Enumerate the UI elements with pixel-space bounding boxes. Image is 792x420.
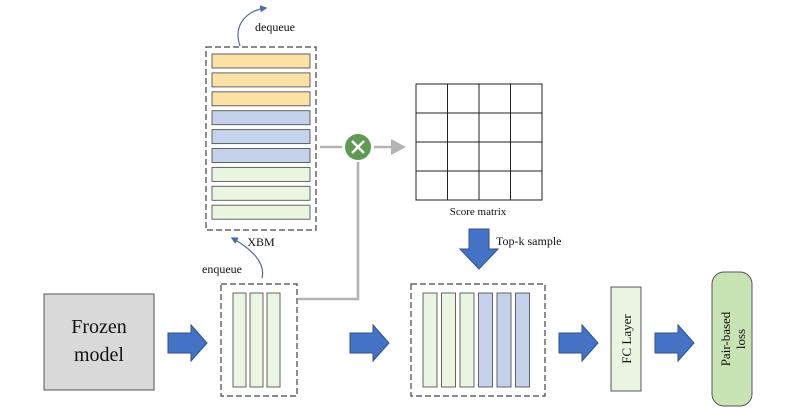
dequeue-label: dequeue (255, 20, 295, 34)
combined-bar (459, 292, 475, 388)
combined-bar (478, 292, 493, 388)
topk-label: Top-k sample (496, 234, 561, 248)
xbm-queue-box (205, 46, 317, 231)
pair-loss-label-line2: loss (733, 329, 748, 349)
fc-layer-label: FC Layer (619, 314, 634, 364)
combined-bar (496, 292, 512, 388)
xbm-row (211, 53, 311, 69)
arrow-combined-to-fc-icon (558, 323, 599, 363)
score-cell (478, 141, 511, 172)
score-matrix-label: Score matrix (450, 206, 507, 218)
frozen-model-box (43, 293, 155, 391)
pair-loss-box (711, 271, 753, 407)
batch-bar (266, 292, 281, 388)
batch-embedding-bars (232, 292, 281, 388)
xbm-row (211, 91, 311, 107)
score-cell (447, 112, 480, 143)
enqueue-label: enqueue (202, 262, 242, 276)
score-matrix-grid (415, 83, 543, 201)
combined-box (410, 283, 546, 397)
gray-arrowhead (391, 139, 406, 155)
score-cell (478, 83, 511, 114)
batch-bar (249, 292, 264, 388)
score-cell (478, 170, 511, 201)
score-cell (478, 112, 511, 143)
score-cell (510, 141, 543, 172)
enqueue-arrow (230, 237, 264, 279)
combined-embedding-bars (422, 292, 530, 388)
score-cell (447, 170, 480, 201)
fc-layer-box (610, 286, 642, 392)
batch-box (220, 283, 298, 397)
xbm-row (211, 185, 311, 201)
score-cell (510, 83, 543, 114)
xbm-row (211, 166, 311, 182)
score-cell (510, 170, 543, 201)
score-cell (415, 83, 448, 114)
arrow-batch-to-combined-icon (349, 323, 390, 363)
score-cell (415, 112, 448, 143)
combined-bar (515, 292, 530, 388)
combined-bar (441, 292, 456, 388)
pair-loss-label-line1: Pair-based (718, 311, 733, 366)
dequeue-arrow (237, 5, 268, 47)
xbm-row (211, 129, 311, 145)
arrow-frozen-to-batch-icon (167, 323, 208, 363)
combined-bar (422, 292, 438, 388)
arrow-fc-to-loss-icon (654, 323, 695, 363)
xbm-row (211, 72, 311, 88)
frozen-model-label-line1: Frozen (71, 316, 127, 338)
xbm-row (211, 204, 311, 220)
frozen-model-label-line2: model (74, 344, 124, 366)
xbm-label: XBM (247, 235, 275, 249)
topk-down-arrow-icon (458, 228, 500, 270)
score-cell (415, 170, 448, 201)
xbm-row (211, 110, 311, 126)
score-cell (447, 83, 480, 114)
score-cell (415, 141, 448, 172)
batch-to-multiply-line (298, 162, 360, 301)
score-cell (510, 112, 543, 143)
score-cell (447, 141, 480, 172)
xbm-queue-rows (211, 53, 311, 220)
batch-bar (232, 292, 247, 388)
xbm-row (211, 148, 311, 163)
